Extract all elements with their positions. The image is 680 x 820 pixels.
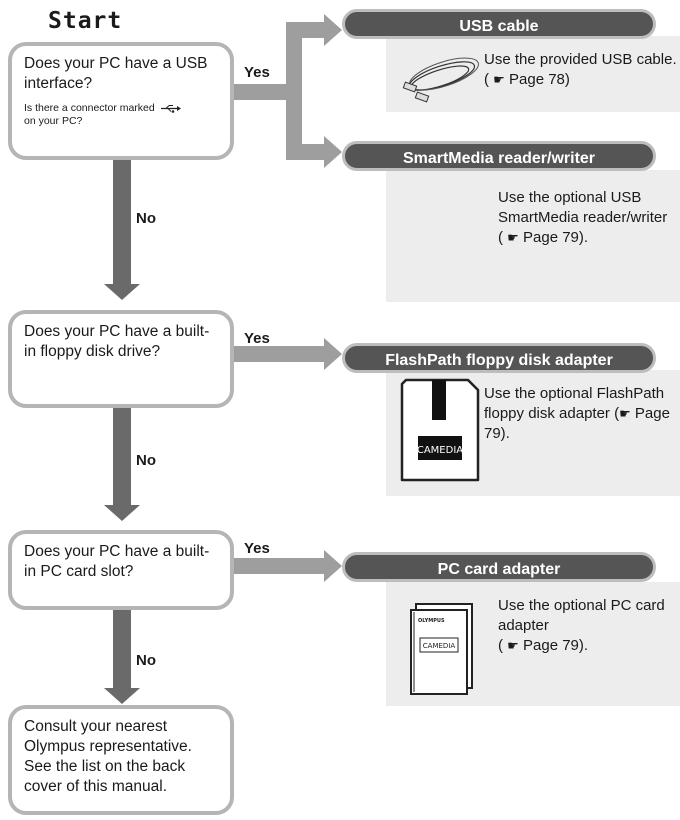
yes-arrow-pccard — [234, 550, 342, 582]
pccard-title: PC card adapter — [342, 552, 656, 582]
pccard-open-paren: ( — [498, 637, 503, 654]
pccard-desc: Use the optional PC card adapter ( ☛ Pag… — [498, 596, 674, 656]
smartmedia-open-paren: ( — [498, 229, 503, 246]
smartmedia-title: SmartMedia reader/writer — [342, 141, 656, 171]
flashpath-page-ref: Page 79). — [484, 405, 670, 442]
yes-label-3: Yes — [244, 540, 270, 557]
smartmedia-desc: Use the optional USB SmartMedia reader/w… — [498, 188, 674, 248]
usb-cable-desc-text: Use the provided USB cable. — [484, 51, 677, 68]
pointing-hand-icon: ☛ — [493, 72, 505, 87]
yes-label-1: Yes — [244, 64, 270, 81]
pccard-brand-text: CAMEDIA — [423, 642, 456, 650]
usb-hint-before: Is there a connector marked — [24, 102, 155, 114]
pointing-hand-icon: ☛ — [507, 638, 519, 653]
pccard-adapter-illustration: OLYMPUS CAMEDIA — [410, 603, 473, 695]
pccard-desc-text: Use the optional PC card adapter — [498, 597, 665, 634]
smartmedia-page-ref: Page 79). — [523, 229, 589, 246]
final-consult-box: Consult your nearest Olympus representat… — [8, 705, 234, 815]
yes-label-2: Yes — [244, 330, 270, 347]
no-label-1: No — [136, 210, 156, 227]
question-usb-text: Does your PC have a USB interface? — [24, 55, 208, 92]
usb-hint-after: on your PC? — [24, 115, 83, 127]
start-title: Start — [48, 8, 123, 34]
smartmedia-panel — [386, 170, 680, 302]
no-arrow-3 — [104, 610, 140, 704]
yes-arrow-usb — [234, 14, 342, 168]
flashpath-title: FlashPath floppy disk adapter — [342, 343, 656, 373]
no-label-2: No — [136, 452, 156, 469]
no-label-3: No — [136, 652, 156, 669]
question-floppy-box: Does your PC have a built-in floppy disk… — [8, 310, 234, 408]
usb-symbol-icon — [160, 104, 181, 113]
yes-arrow-flashpath — [234, 338, 342, 370]
flashpath-adapter-illustration: CAMEDIA — [400, 378, 480, 482]
pointing-hand-icon: ☛ — [619, 406, 631, 421]
smartmedia-desc-text: Use the optional USB SmartMedia reader/w… — [498, 189, 668, 226]
usb-cable-panel — [386, 36, 680, 112]
question-floppy-text: Does your PC have a built-in floppy disk… — [24, 323, 210, 360]
question-pccard-text: Does your PC have a built-in PC card slo… — [24, 543, 210, 580]
question-usb-hint: Is there a connector marked on your PC? — [24, 102, 218, 128]
flashpath-desc-text: Use the optional FlashPath floppy disk a… — [484, 385, 665, 422]
usb-cable-illustration — [402, 57, 479, 103]
pointing-hand-icon: ☛ — [507, 230, 519, 245]
usb-cable-desc: Use the provided USB cable. ( ☛ Page 78) — [484, 50, 680, 90]
usb-cable-open-paren: ( — [484, 71, 489, 88]
flashpath-brand-text: CAMEDIA — [417, 445, 463, 456]
no-arrow-1 — [104, 160, 140, 300]
question-usb-box: Does your PC have a USB interface? Is th… — [8, 42, 234, 160]
pccard-page-ref: Page 79). — [523, 637, 589, 654]
usb-cable-title: USB cable — [342, 9, 656, 39]
no-arrow-2 — [104, 408, 140, 521]
flashpath-desc: Use the optional FlashPath floppy disk a… — [484, 384, 678, 444]
question-pccard-box: Does your PC have a built-in PC card slo… — [8, 530, 234, 610]
pccard-brand-label: OLYMPUS — [418, 618, 445, 624]
final-consult-text: Consult your nearest Olympus representat… — [24, 718, 192, 795]
usb-cable-page-ref: Page 78) — [509, 71, 570, 88]
